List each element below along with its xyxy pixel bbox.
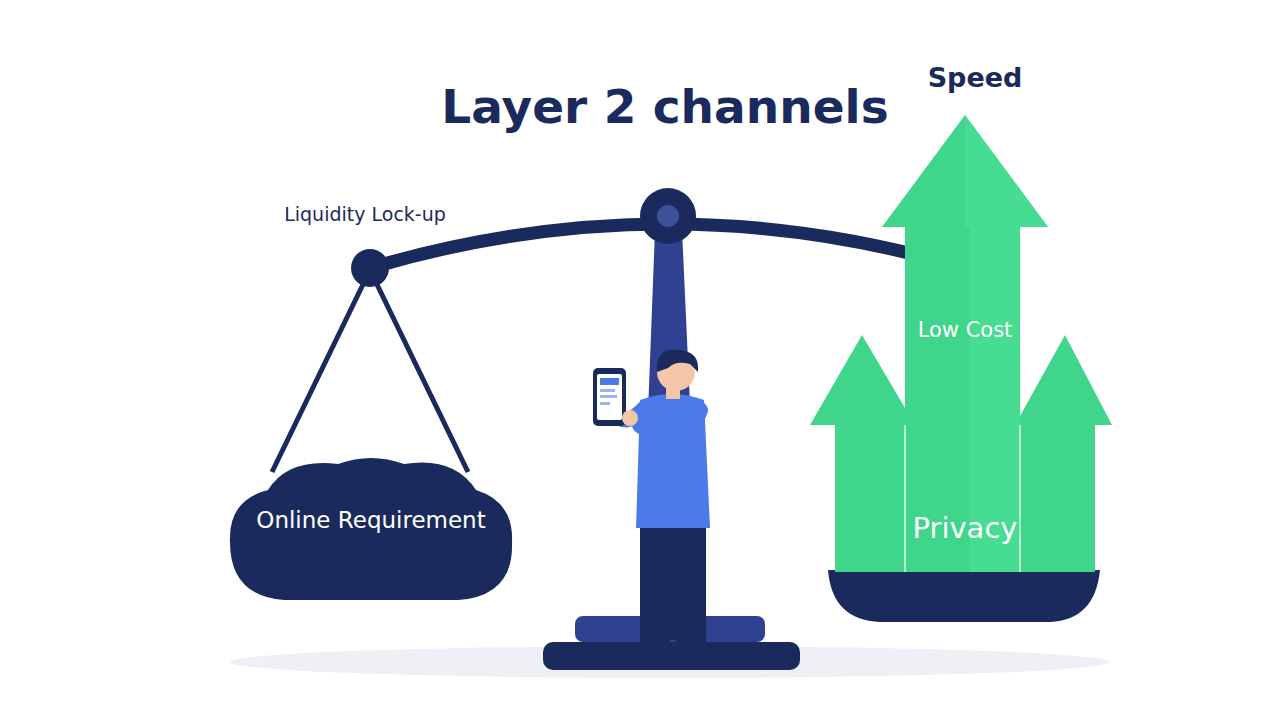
arrow-node: SpeedLow CostPrivacy (805, 55, 1115, 572)
arrow-text: Privacy (885, 510, 1045, 546)
right-pan (828, 570, 1100, 622)
pivot (640, 188, 696, 244)
arrow-heading: Speed (915, 61, 1035, 95)
pan-string (272, 270, 468, 472)
beam-end (351, 249, 389, 287)
scale-base (543, 642, 800, 670)
benefit-arrows (805, 55, 1115, 572)
diagram-title: Layer 2 channels (340, 78, 990, 137)
pivot-center (657, 205, 679, 227)
arrow-text: Low Cost (890, 317, 1040, 343)
annotation-label: Liquidity Lock-up (250, 203, 480, 227)
person (593, 349, 710, 652)
weight-node: Online Requirement (228, 450, 514, 602)
node-text: Online Requirement (248, 506, 494, 535)
